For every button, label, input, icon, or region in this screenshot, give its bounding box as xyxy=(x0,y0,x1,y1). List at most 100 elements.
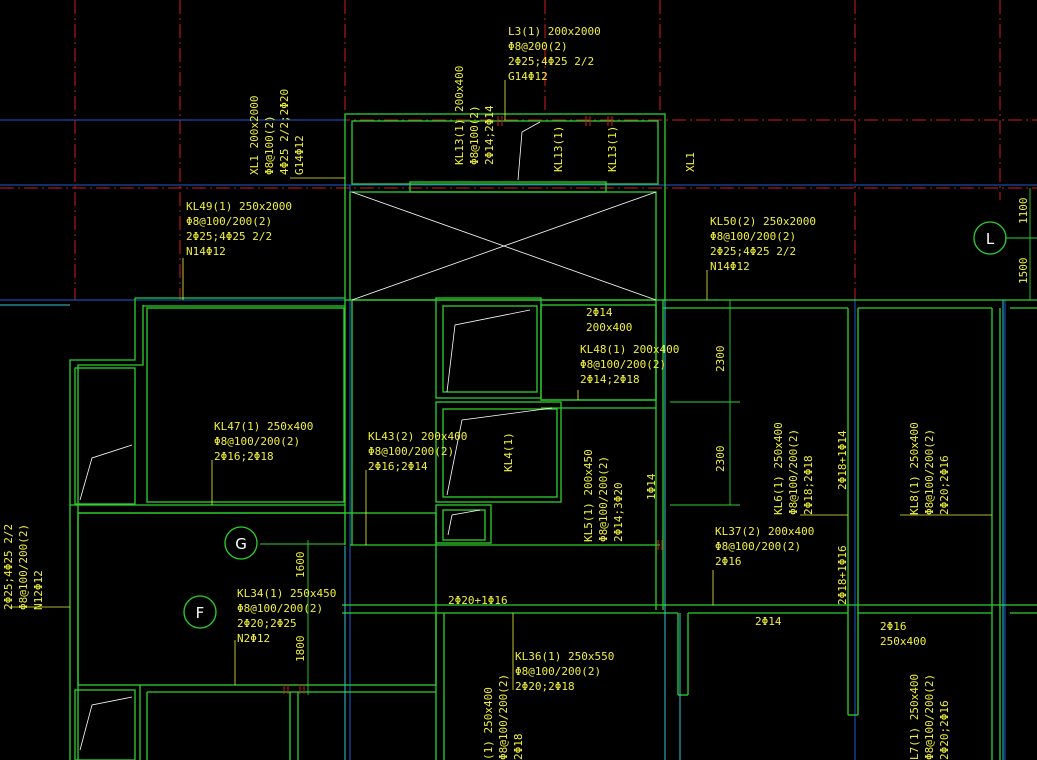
beam-note-line: N14Φ12 xyxy=(710,260,750,273)
beam-note-line: 2Φ16;2Φ14 xyxy=(368,460,428,473)
beam-note-line: KL43(2) 200x400 xyxy=(368,430,467,443)
beam-note-line: Φ8@100/200(2) xyxy=(597,456,610,542)
beam-note-line: KL13(1) xyxy=(552,126,565,172)
beam-note-line: KL36(1) 250x550 xyxy=(515,650,614,663)
beam-note-kl13b: KL13(1) xyxy=(552,126,565,172)
beam-note-line: L7(1) 250x400 xyxy=(908,674,921,760)
beam-note-line: Φ8@100/200(2) xyxy=(186,215,272,228)
beam-note-line: 200x400 xyxy=(586,321,632,334)
cyan-lines xyxy=(0,300,1004,760)
beam-note-line: Φ8@100(2) xyxy=(468,105,481,165)
beam-note-line: 2Φ20;2Φ25 xyxy=(237,617,297,630)
axis-bubble-F: F xyxy=(183,595,217,629)
beam-note-line: Φ8@100/200(2) xyxy=(368,445,454,458)
dim-1600: 1600 xyxy=(294,552,307,579)
dim-2300-upper: 2300 xyxy=(714,346,727,373)
beam-note-line: XL1 xyxy=(684,152,697,172)
beam-note-line: 2Φ20+1Φ16 xyxy=(448,594,508,607)
beam-note-line: Φ8@100(2) xyxy=(263,115,276,175)
beam-note-line: 2Φ16 xyxy=(880,620,907,633)
beam-note-line: Φ8@200(2) xyxy=(508,40,568,53)
beam-note-line: N12Φ12 xyxy=(32,570,45,610)
beam-note-span-200x400: 2Φ14 200x400 xyxy=(586,306,632,334)
dimension-texts: 1100 1500 2300 2300 1600 1800 xyxy=(294,198,1030,663)
beam-note-line: Φ8@100/200(2) xyxy=(580,358,666,371)
tick-marks xyxy=(283,116,663,694)
beam-note-line: L3(1) 200x2000 xyxy=(508,25,601,38)
beam-note-r-250x400: 2Φ16 250x400 xyxy=(880,620,926,648)
beam-note-line: KL47(1) 250x400 xyxy=(214,420,313,433)
beam-note-kl13c: KL13(1) xyxy=(606,126,619,172)
beam-note-top-2014: 2Φ14 xyxy=(755,615,782,628)
beam-note-line: N2Φ12 xyxy=(237,632,270,645)
axis-bubble-L: L xyxy=(973,221,1007,255)
beam-note-line: 2Φ25;4Φ25 2/2 xyxy=(508,55,594,68)
beam-note-line: G14Φ12 xyxy=(293,135,306,175)
beam-note-line: 2Φ14 xyxy=(755,615,782,628)
beam-note-line: Φ8@100/200(2) xyxy=(17,524,30,610)
beam-note-line: XL1 200x2000 xyxy=(248,96,261,175)
shaft-cross xyxy=(79,121,657,751)
beam-note-line: 2Φ14;2Φ14 xyxy=(483,105,496,165)
beam-note-kl6-top: 2Φ18+1Φ14 xyxy=(836,430,849,490)
beam-note-line: Φ8@100/200(2) xyxy=(237,602,323,615)
beam-note-line: 2Φ18+1Φ14 xyxy=(836,430,849,490)
beam-note-line: KL5(1) 200x450 xyxy=(582,449,595,542)
beam-note-line: 2Φ14;2Φ18 xyxy=(580,373,640,386)
dim-1500: 1500 xyxy=(1017,258,1030,285)
axis-label-G: G xyxy=(235,535,247,553)
dim-2300-lower: 2300 xyxy=(714,446,727,473)
beam-note-line: KL8(1) 250x400 xyxy=(908,422,921,515)
beam-note-line: (1) 250x400 xyxy=(482,687,495,760)
beam-note-v-2018: 2Φ18+1Φ16 xyxy=(836,545,849,605)
beam-note-line: KL13(1) xyxy=(606,126,619,172)
beam-note-line: 2Φ25;4Φ25 2/2 xyxy=(186,230,272,243)
beam-note-line: Φ8@100/200(2) xyxy=(710,230,796,243)
beam-note-line: 2Φ20;2Φ18 xyxy=(515,680,575,693)
beam-note-line: 2Φ14;3Φ20 xyxy=(612,482,625,542)
beam-note-line: KL49(1) 250x2000 xyxy=(186,200,292,213)
axis-label-F: F xyxy=(196,604,205,622)
beam-note-line: 2Φ14 xyxy=(586,306,613,319)
beam-note-line: 2Φ18;2Φ18 xyxy=(802,455,815,515)
beam-note-line: KL48(1) 200x400 xyxy=(580,343,679,356)
beam-note-line: 2Φ18+1Φ16 xyxy=(836,545,849,605)
beam-note-xl1-right: XL1 xyxy=(684,152,697,172)
beam-note-line: N14Φ12 xyxy=(186,245,226,258)
beam-note-line: 1Φ14 xyxy=(645,473,658,500)
dimension-lines xyxy=(260,188,1037,695)
beam-note-line: KL13(1) 200x400 xyxy=(453,66,466,165)
beam-note-kl4: KL4(1) xyxy=(502,432,515,472)
beam-note-line: Φ8@100/200(2) xyxy=(787,429,800,515)
beam-note-line: 250x400 xyxy=(880,635,926,648)
beam-note-line: 2Φ18 xyxy=(512,734,525,760)
axis-label-L: L xyxy=(986,230,995,248)
beam-note-1014: 1Φ14 xyxy=(645,473,658,500)
dim-1800: 1800 xyxy=(294,636,307,663)
beam-note-kl34: KL34(1) 250x450Φ8@100/200(2)2Φ20;2Φ25N2Φ… xyxy=(237,587,336,645)
beam-note-line: 2Φ16;2Φ18 xyxy=(214,450,274,463)
beam-note-line: Φ8@100/200(2) xyxy=(214,435,300,448)
beam-note-line: Φ8@100/200(2) xyxy=(715,540,801,553)
beam-note-line: Φ8@100/200(2) xyxy=(515,665,601,678)
beam-note-line: 2Φ20;2Φ16 xyxy=(938,700,951,760)
dim-1100: 1100 xyxy=(1017,198,1030,225)
beam-note-top-2020: 2Φ20+1Φ16 xyxy=(448,594,508,607)
beam-note-line: 4Φ25 2/2;2Φ20 xyxy=(278,89,291,175)
beam-note-line: G14Φ12 xyxy=(508,70,548,83)
beam-note-line: 2Φ25;4Φ25 2/2 xyxy=(710,245,796,258)
beam-note-line: 2Φ20;2Φ16 xyxy=(938,455,951,515)
